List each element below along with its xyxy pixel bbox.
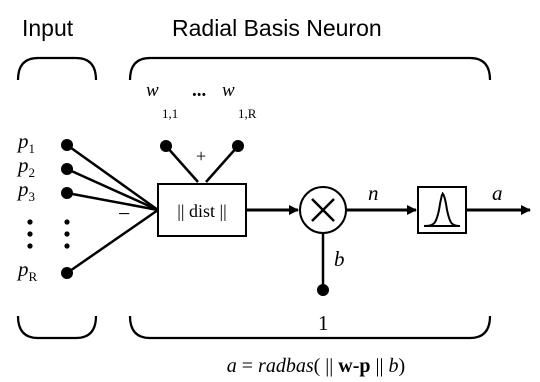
neuron-top-brace xyxy=(128,56,492,81)
weight-first-subscript: 1,1 xyxy=(162,106,178,121)
input-pR-label: pR xyxy=(16,257,38,284)
input-line-pR xyxy=(66,208,159,275)
weight-line-right xyxy=(205,145,239,183)
input-line-p3 xyxy=(66,191,159,212)
input-dot-p2 xyxy=(61,163,73,175)
input-p3-label: p3 xyxy=(16,177,35,204)
bias-label: b xyxy=(334,247,345,271)
weight-last-subscript: 1,R xyxy=(238,106,257,121)
dist-box-label: || dist || xyxy=(177,201,226,221)
neuron-dimension-label: 1 xyxy=(318,311,329,335)
input-vertical-ellipsis-left xyxy=(27,219,33,249)
plus-sign: + xyxy=(196,146,206,166)
radbas-transfer-icon xyxy=(423,192,461,227)
input-heading: Input xyxy=(22,15,74,41)
neuron-heading: Radial Basis Neuron xyxy=(172,15,382,41)
input-top-brace xyxy=(16,56,98,81)
bias-dot xyxy=(317,284,329,296)
neuron-bottom-brace xyxy=(128,315,492,340)
minus-sign: − xyxy=(118,201,130,226)
multiply-icon xyxy=(311,198,335,222)
input-line-p1 xyxy=(66,143,159,212)
weight-last-label: w xyxy=(222,80,235,101)
input-p1-label: p1 xyxy=(16,129,35,156)
weight-first-label: w xyxy=(146,80,159,101)
input-dot-p1 xyxy=(61,139,73,151)
input-dot-pR xyxy=(61,267,73,279)
weight-ellipsis: ... xyxy=(192,80,206,101)
input-p2-label: p2 xyxy=(16,153,35,180)
weight-dot-first xyxy=(160,140,172,152)
input-vertical-ellipsis-right xyxy=(64,219,70,249)
weight-line-left xyxy=(165,145,199,183)
output-label: a xyxy=(492,181,503,205)
net-input-label: n xyxy=(368,181,379,205)
input-dot-p3 xyxy=(61,187,73,199)
input-line-p2 xyxy=(66,167,159,212)
input-bottom-brace xyxy=(16,315,98,340)
equation: a = radbas( || w-p || b) xyxy=(227,355,405,377)
weight-dot-last xyxy=(232,140,244,152)
